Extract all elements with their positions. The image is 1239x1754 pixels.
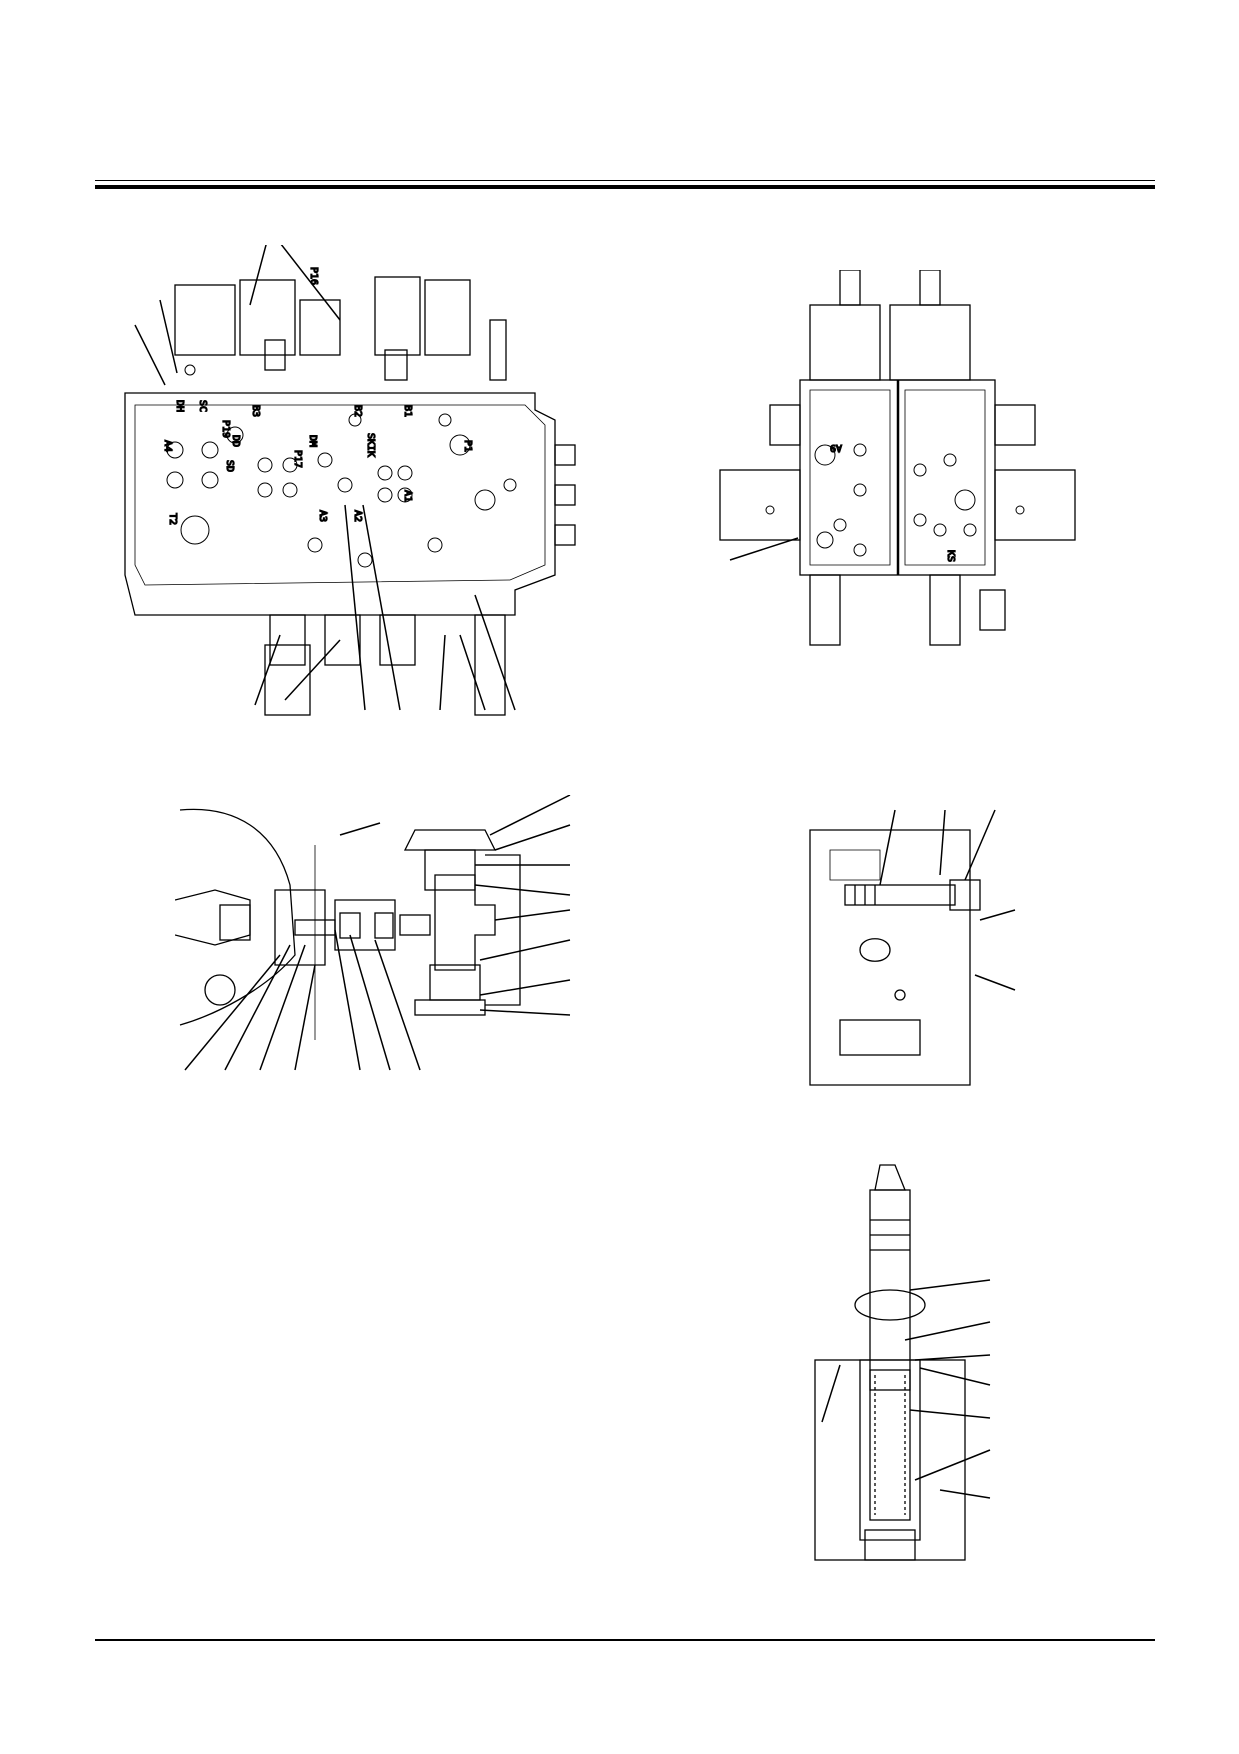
port-label: SD (224, 460, 235, 472)
port-label: B1 (402, 405, 413, 417)
header-rule (95, 185, 1155, 189)
relief-valve-detail (800, 800, 1040, 1090)
port-label: A9 (830, 442, 842, 453)
control-valve-side-view: A9 KS (710, 270, 1090, 690)
port-label: A2 (352, 510, 363, 522)
port-label: P16 (308, 267, 319, 285)
port-label: B3 (250, 405, 261, 417)
port-label: DM (307, 435, 318, 447)
header-rule-thin (95, 180, 1155, 181)
port-label: P19 (220, 420, 231, 438)
port-label: SKIK (365, 433, 376, 457)
footer-rule (95, 1639, 1155, 1641)
port-label: A3 (317, 510, 328, 522)
port-label: A1 (402, 490, 413, 502)
port-label: P1 (462, 440, 473, 452)
cartridge-valve-detail (810, 1160, 1010, 1565)
port-label: KS (945, 550, 956, 562)
port-label: B2 (352, 405, 363, 417)
port-label: DD (230, 435, 241, 447)
control-valve-front-view: P16 DH SC B3 P19 A4 B2 B1 DD DM P17 SKIK… (115, 245, 595, 725)
valve-section-view (175, 795, 585, 1085)
port-label: T2 (167, 513, 178, 525)
port-label: A4 (162, 440, 173, 452)
port-label: SC (197, 400, 208, 412)
port-label: P17 (292, 450, 303, 468)
port-label: DH (174, 400, 185, 412)
